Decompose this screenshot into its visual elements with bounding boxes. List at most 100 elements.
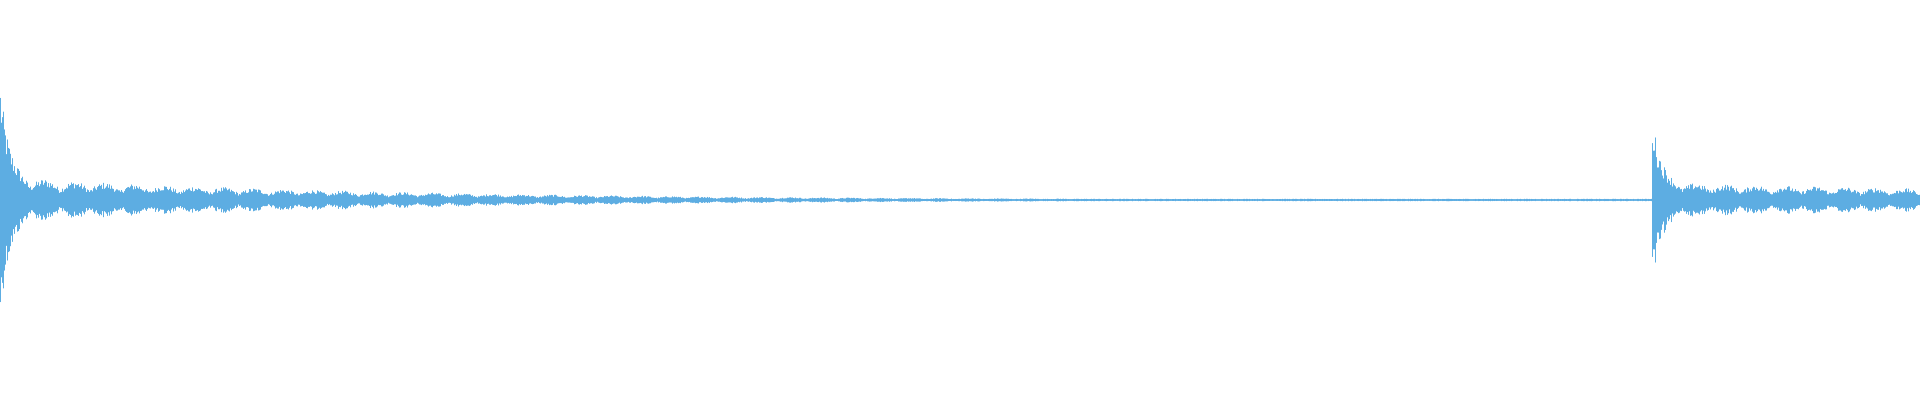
waveform-sample [1544,199,1545,201]
waveform-sample [974,198,975,202]
waveform-sample [782,197,783,203]
waveform-sample [1779,189,1780,211]
waveform-sample [1754,187,1755,213]
waveform-sample [1844,189,1845,211]
waveform-sample [1854,189,1855,211]
waveform-sample [210,192,211,208]
waveform-sample [650,196,651,204]
waveform-sample [399,192,400,208]
waveform-sample [96,189,97,211]
waveform-sample [962,198,963,202]
waveform-sample [0,97,1,303]
waveform-sample [1792,188,1793,212]
waveform-sample [1260,199,1261,201]
waveform-sample [443,195,444,205]
waveform-sample [863,198,864,202]
waveform-sample [1199,199,1200,201]
waveform-sample [458,193,459,207]
waveform-sample [290,193,291,207]
waveform-sample [1234,199,1235,201]
waveform-sample [1471,199,1472,201]
waveform-sample [708,197,709,203]
waveform-sample [1512,199,1513,201]
waveform-sample [52,184,53,216]
waveform-sample [121,190,122,210]
waveform-sample [1599,198,1600,202]
waveform-sample [860,198,861,202]
waveform-sample [581,195,582,205]
waveform-sample [512,197,513,203]
waveform-sample [1583,198,1584,202]
waveform-sample [1082,199,1083,201]
waveform-sample [1538,199,1539,201]
waveform-sample [112,188,113,212]
waveform-sample [268,195,269,205]
waveform-sample [617,196,618,204]
waveform-sample [1567,199,1568,201]
waveform-sample [377,193,378,207]
waveform-sample [340,192,341,208]
waveform-sample [40,184,41,216]
waveform-sample [97,187,98,213]
waveform-sample [489,195,490,205]
waveform-sample [212,194,213,206]
waveform-sample [641,196,642,204]
waveform-sample [815,198,816,202]
waveform-sample [1075,199,1076,201]
waveform-sample [670,197,671,203]
waveform-sample [1423,198,1424,202]
waveform-sample [287,191,288,209]
waveform-sample [1219,199,1220,201]
waveform-sample [824,197,825,203]
waveform-sample [422,195,423,205]
waveform-sample [1134,199,1135,201]
waveform-sample [631,197,632,203]
waveform-sample [831,198,832,202]
waveform-sample [1169,199,1170,201]
waveform-sample [1405,199,1406,201]
waveform-sample [1527,198,1528,202]
waveform-sample [111,185,112,215]
waveform-sample [355,193,356,207]
waveform-sample [597,198,598,202]
waveform-sample [1081,198,1082,202]
waveform-sample [1329,198,1330,202]
waveform-sample [227,190,228,210]
waveform-sample [873,198,874,202]
waveform-sample [1455,199,1456,201]
waveform-sample [635,196,636,204]
waveform-sample [577,196,578,204]
waveform-sample [1201,199,1202,201]
waveform-sample [1004,198,1005,202]
waveform-sample [99,184,100,216]
waveform-sample [1381,198,1382,202]
waveform-sample [444,196,445,204]
waveform-sample [765,197,766,203]
waveform-sample [1707,189,1708,211]
waveform-sample [1790,190,1791,210]
waveform-sample [1273,199,1274,201]
waveform-sample [477,197,478,203]
waveform-sample [281,191,282,209]
waveform-sample [207,191,208,209]
waveform-sample [811,198,812,202]
waveform-sample [640,197,641,203]
waveform-sample [803,198,804,202]
waveform-sample [233,191,234,209]
waveform-sample [261,192,262,208]
waveform-sample [761,197,762,203]
waveform-sample [1550,199,1551,201]
waveform-sample [1177,199,1178,201]
waveform-sample [541,197,542,203]
waveform-sample [1477,199,1478,201]
waveform-sample [279,193,280,207]
waveform-sample [1670,184,1671,216]
waveform-sample [988,198,989,202]
waveform-sample [1333,199,1334,201]
waveform-sample [1753,186,1754,214]
waveform-sample [1148,199,1149,201]
waveform-sample [1301,198,1302,202]
waveform-sample [982,199,983,201]
